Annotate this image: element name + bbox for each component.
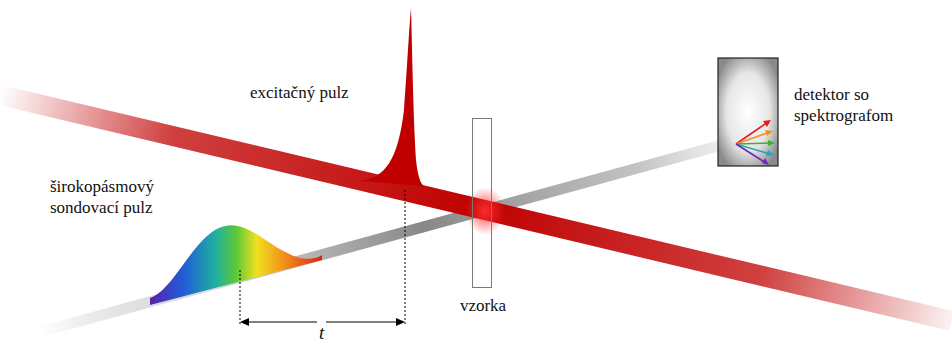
detector-label: detektor so spektrografom [794, 84, 934, 127]
excitation-pulse [360, 8, 424, 186]
delay-symbol: t [317, 321, 326, 345]
spectral-arrows [736, 120, 775, 165]
detector-body [718, 58, 778, 166]
detector-box: detektor so spektrografom [718, 58, 778, 166]
pump-label: excitačný pulz [250, 82, 349, 103]
delay-marker [240, 270, 241, 326]
sample-box: vzorka [472, 118, 492, 288]
probe-label: širokopásmový sondovací pulz [50, 176, 200, 219]
sample-label: vzorka [460, 295, 506, 316]
pump-beam [0, 95, 952, 321]
probe-pulse [150, 225, 322, 305]
excitation-spot [465, 187, 505, 235]
delay-marker [405, 190, 406, 326]
